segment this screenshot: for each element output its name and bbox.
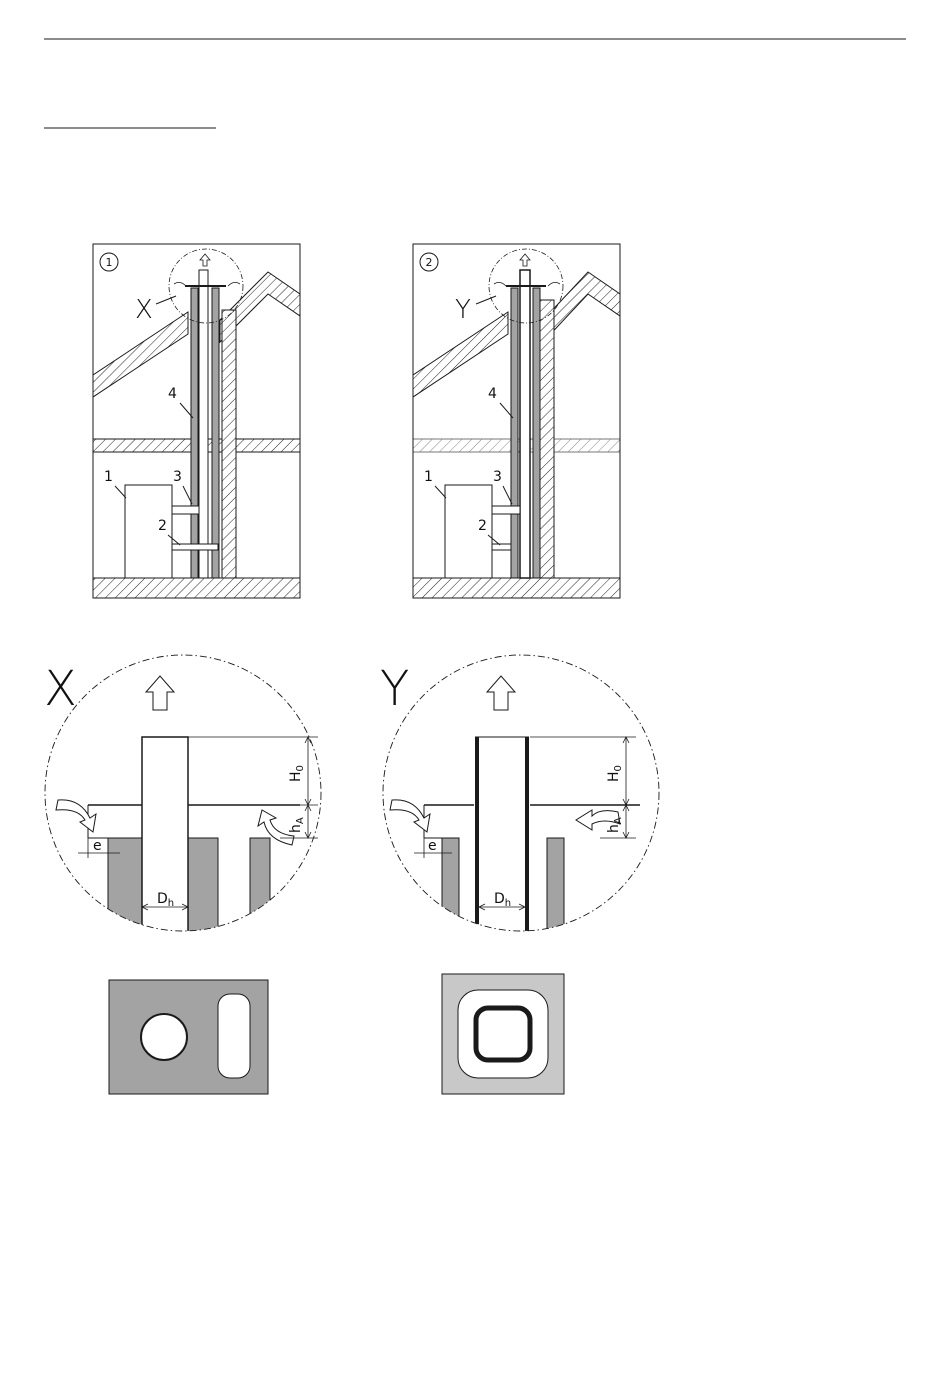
- wall-mid: [188, 838, 218, 938]
- flue-section: [141, 1014, 187, 1060]
- callout-3: 3: [493, 469, 502, 485]
- curved-arrow-icon: [174, 282, 186, 286]
- flue-pipe: [520, 270, 530, 578]
- air-shaft-section: [218, 994, 250, 1078]
- diagram-2: 2 Y 4 1 3 2: [413, 244, 620, 598]
- chimney-wall: [222, 310, 236, 578]
- detail-ref-y: Y: [455, 295, 471, 325]
- air-duct-2: [492, 544, 511, 550]
- outer-pipe: [474, 737, 530, 947]
- air-duct-2: [172, 544, 218, 550]
- badge-1-label: 1: [106, 256, 113, 269]
- detail-x: X H0 hA: [44, 655, 321, 947]
- diagram-1: 1 X 4 1 3 2: [93, 244, 300, 598]
- flue-section: [476, 1008, 530, 1060]
- callout-4: 4: [488, 386, 497, 402]
- connector-3: [492, 506, 520, 514]
- detail-y-title: Y: [380, 661, 409, 717]
- dim-ha: hA: [288, 817, 306, 833]
- arrow-up-icon: [200, 254, 210, 266]
- callout-2: 2: [478, 518, 487, 534]
- badge-2-label: 2: [426, 256, 433, 269]
- connector-3: [172, 506, 199, 514]
- shaft-wall-right: [212, 288, 219, 578]
- curved-arrow-icon: [548, 282, 560, 286]
- ground-slab: [413, 578, 620, 598]
- curved-arrow-icon: [228, 282, 240, 286]
- flue-pipe: [199, 270, 208, 578]
- callout-4: 4: [168, 386, 177, 402]
- arrow-up-icon: [487, 676, 515, 710]
- dim-h0: H0: [606, 765, 624, 782]
- detail-x-title: X: [44, 661, 77, 717]
- callout-2: 2: [158, 518, 167, 534]
- dim-e: e: [428, 838, 437, 854]
- ground-slab: [93, 578, 300, 598]
- callout-1: 1: [424, 469, 433, 485]
- cross-section-x: [109, 980, 268, 1094]
- flue-pipe: [142, 737, 188, 947]
- cross-section-y: [442, 974, 564, 1094]
- shaft-wall-left: [191, 288, 198, 578]
- wall-right: [547, 838, 564, 938]
- dim-h0: H0: [288, 765, 306, 782]
- arrow-up-icon: [520, 254, 530, 266]
- detail-ref-x: X: [135, 295, 153, 325]
- wall-right: [250, 838, 270, 938]
- shaft-wall-right: [533, 288, 540, 578]
- chimney-wall: [540, 300, 554, 578]
- detail-y: Y H0 hA e: [380, 655, 659, 947]
- curved-arrow-icon: [494, 282, 506, 286]
- arrow-up-icon: [146, 676, 174, 710]
- callout-1: 1: [104, 469, 113, 485]
- shaft-wall-left: [511, 288, 518, 578]
- callout-3: 3: [173, 469, 182, 485]
- dim-e: e: [93, 838, 102, 854]
